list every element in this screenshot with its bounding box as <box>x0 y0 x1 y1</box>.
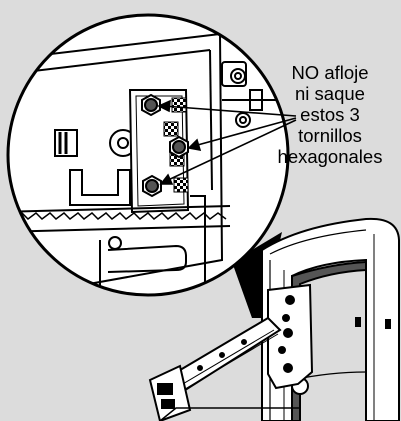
hex-bolt-middle-icon <box>169 135 189 159</box>
magnified-detail <box>6 13 290 297</box>
callout-line: hexagonales <box>277 146 383 167</box>
callout-line: ni saque <box>295 83 365 104</box>
hex-bolt-top-icon <box>141 93 161 117</box>
warning-callout: NO afloje ni saque estos 3 tornillos hex… <box>263 62 397 167</box>
callout-leaders <box>157 99 297 185</box>
hex-bolt-bottom-icon <box>142 174 162 198</box>
callout-line: NO afloje <box>291 62 369 83</box>
callout-line: estos 3 <box>300 104 360 125</box>
door-assembly <box>148 217 400 421</box>
callout-line: tornillos <box>298 125 362 146</box>
